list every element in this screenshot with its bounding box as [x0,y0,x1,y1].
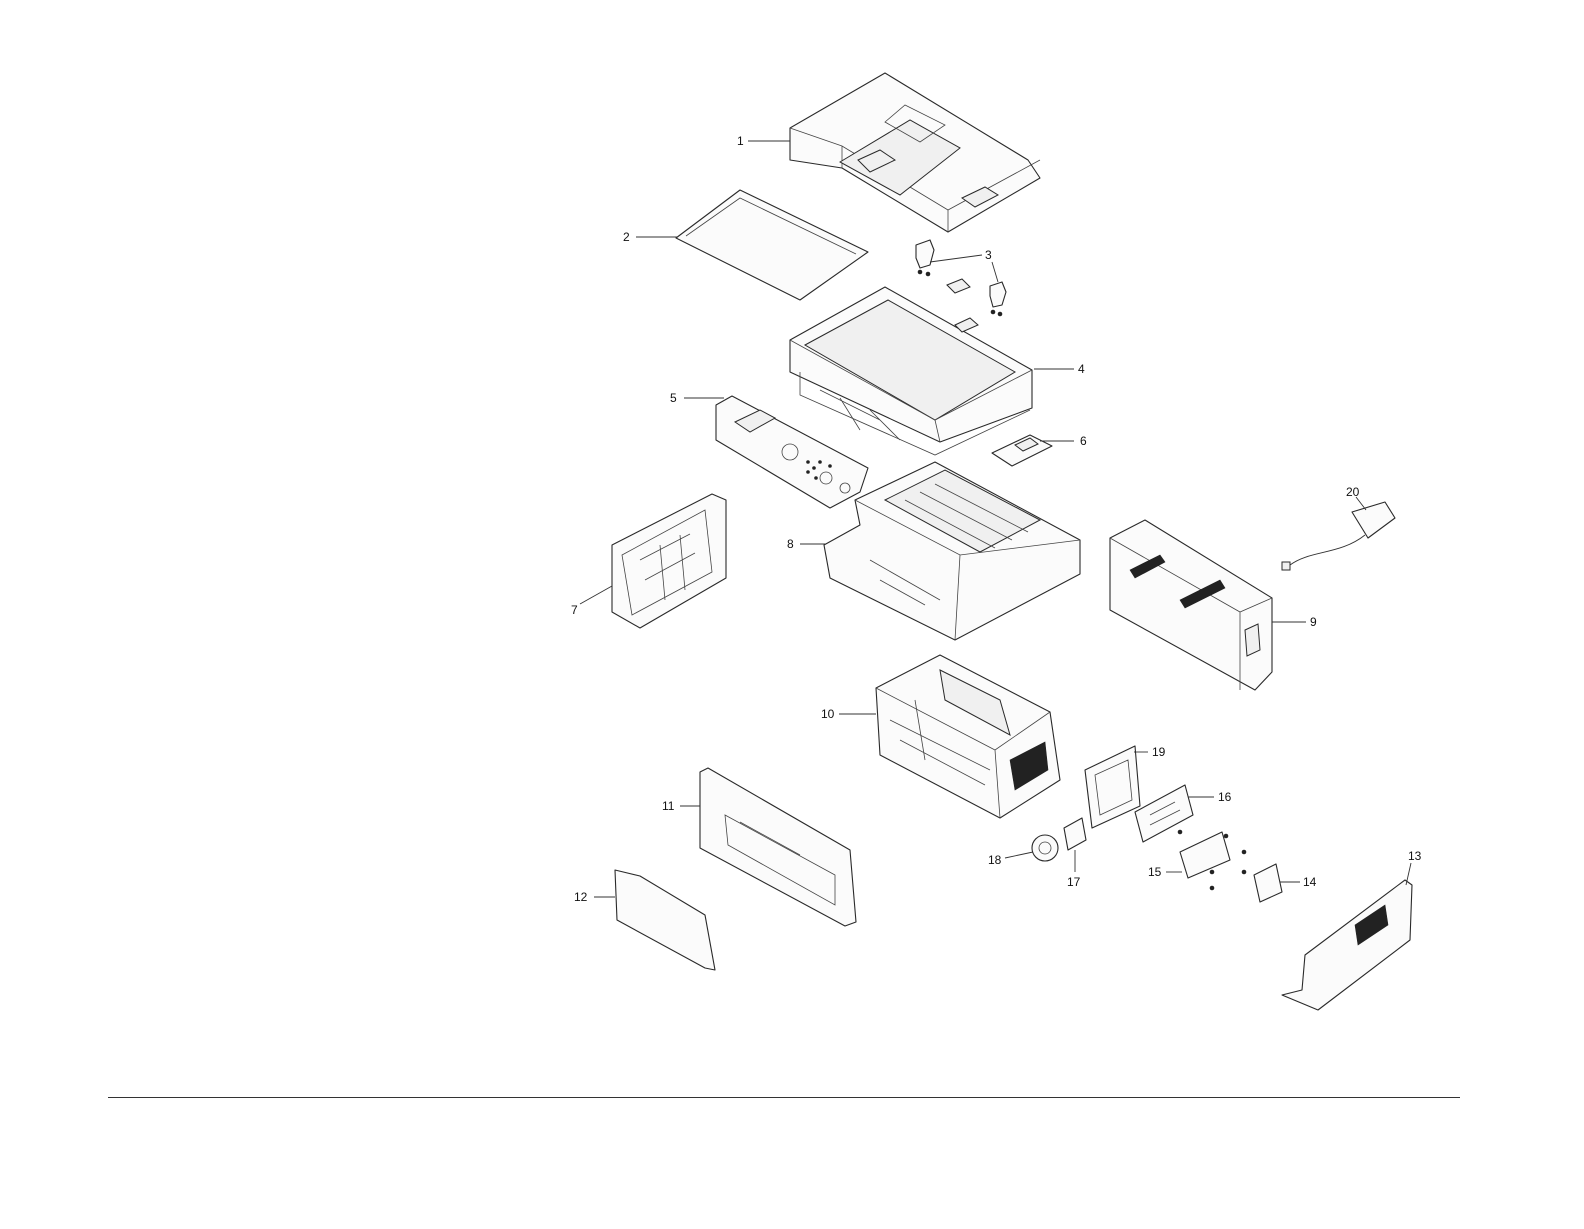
callout-1: 1 [737,134,744,148]
part-adf [790,73,1040,232]
part-tray-cover [615,870,715,970]
callout-7: 7 [571,603,578,617]
callout-9: 9 [1310,615,1317,629]
callout-5: 5 [670,391,677,405]
part-scanner [790,287,1032,455]
callout-11: 11 [662,799,675,813]
part-fan [1032,835,1058,861]
callout-17: 17 [1067,875,1081,889]
callout-20: 20 [1346,485,1360,499]
part-main-frame [876,655,1060,818]
part-power-cord [1282,502,1395,570]
callout-12: 12 [574,890,588,904]
part-assembly-6 [992,435,1052,466]
part-hinges [916,240,1006,316]
callout-18: 18 [988,853,1002,867]
callout-14: 14 [1303,875,1317,889]
callout-2: 2 [623,230,630,244]
callout-19: 19 [1152,745,1166,759]
callout-10: 10 [821,707,835,721]
callout-8: 8 [787,537,794,551]
part-right-cover [1110,520,1272,690]
part-control-panel [716,396,868,508]
callout-6: 6 [1080,434,1087,448]
part-rear-cover [1282,880,1412,1010]
callout-3: 3 [985,248,992,262]
callout-13: 13 [1408,849,1422,863]
callout-16: 16 [1218,790,1232,804]
part-left-cover [612,494,726,628]
part-pcb-15 [1180,832,1246,890]
part-board-17 [1064,818,1086,850]
part-middle-body [824,462,1080,640]
callout-4: 4 [1078,362,1085,376]
part-shield-19 [1085,746,1140,828]
part-front-cover [700,768,856,926]
footer-divider [108,1097,1460,1098]
part-pcb-16 [1135,785,1193,842]
callout-15: 15 [1148,865,1162,879]
part-document-pad [676,190,868,300]
part-bracket-14 [1254,864,1282,902]
